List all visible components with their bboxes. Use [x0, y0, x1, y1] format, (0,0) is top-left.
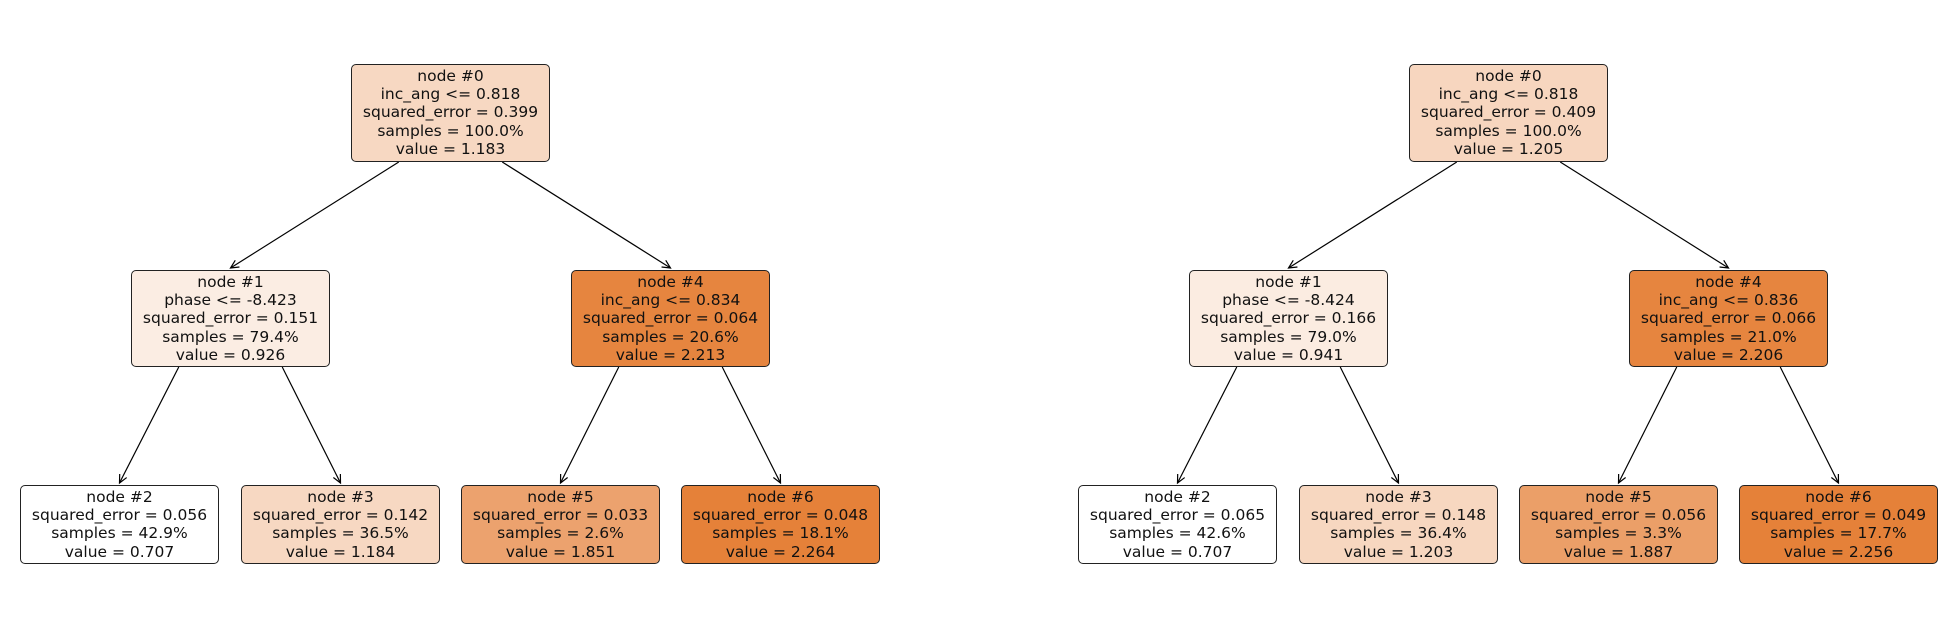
- tree-edge-arrow: [1287, 161, 1458, 269]
- tree-edge-arrow: [1176, 366, 1238, 485]
- tree-edge-arrow: [559, 366, 620, 485]
- tree-edge-arrow: [118, 366, 180, 485]
- tree-edge-arrow: [501, 161, 672, 269]
- tree-edges: [118, 161, 782, 485]
- tree-edges: [1176, 161, 1840, 485]
- tree-edge-arrow: [1339, 366, 1400, 485]
- tree-edge-arrow: [1617, 366, 1678, 485]
- tree-edge-arrow: [281, 366, 342, 485]
- tree-edge-arrow: [721, 366, 782, 485]
- tree-edge-arrow: [1559, 161, 1730, 269]
- tree-edge-arrow: [1779, 366, 1840, 485]
- tree-edge-arrow: [229, 161, 400, 269]
